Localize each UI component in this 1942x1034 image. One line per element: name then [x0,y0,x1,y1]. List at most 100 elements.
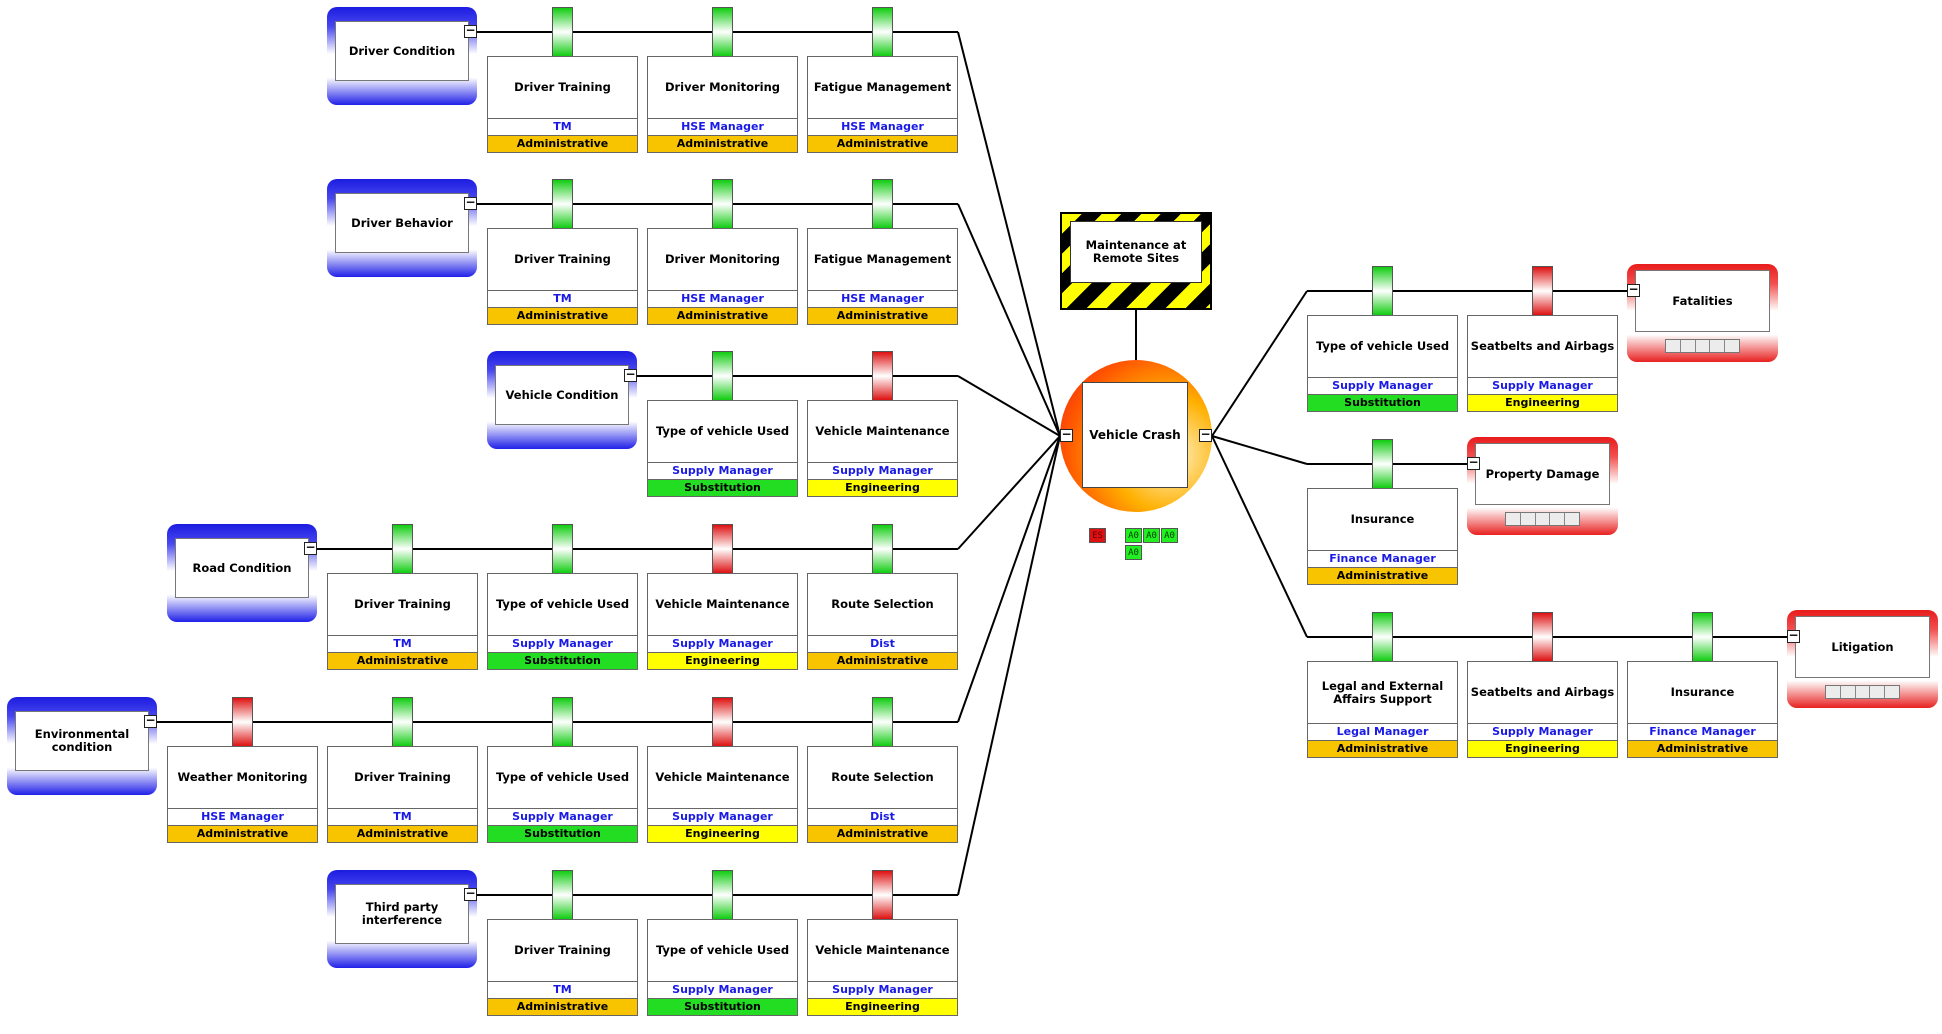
barrier-effectiveness-indicator[interactable] [872,7,893,57]
assessment-badge[interactable]: A0 [1161,528,1178,543]
barrier-effectiveness-indicator[interactable] [552,7,573,57]
collapse-icon[interactable]: − [464,23,477,38]
barrier-effectiveness-indicator[interactable] [1692,612,1713,662]
barrier-effectiveness-indicator[interactable] [1372,266,1393,316]
hazard-box[interactable]: Maintenance at Remote Sites [1060,212,1212,310]
rating-cell[interactable] [1520,513,1536,525]
top-event-left-collapse-icon[interactable]: − [1060,427,1073,442]
collapse-icon[interactable]: − [624,367,637,382]
barrier-effectiveness-indicator[interactable] [712,179,733,229]
barrier-effectiveness-indicator[interactable] [552,870,573,920]
threat-box[interactable]: Third party interference− [327,870,477,968]
rating-cell[interactable] [1565,513,1579,525]
barrier-effectiveness-indicator[interactable] [872,351,893,401]
threat-label: Environmental condition [34,727,130,754]
barrier-owner: Dist [807,808,958,826]
assessment-badge[interactable]: A0 [1143,528,1160,543]
rating-cell[interactable] [1550,513,1566,525]
collapse-icon[interactable]: − [144,713,157,728]
escalation-badge[interactable]: ES [1089,528,1106,543]
barrier-effectiveness-indicator[interactable] [872,179,893,229]
barrier-effectiveness-indicator[interactable] [712,351,733,401]
barrier-effectiveness-indicator[interactable] [1372,612,1393,662]
assessment-badge[interactable]: A0 [1125,528,1142,543]
threat-box[interactable]: Environmental condition− [7,697,157,795]
rating-cell[interactable] [1695,340,1711,352]
threat-box[interactable]: Driver Behavior− [327,179,477,277]
barrier-effectiveness-indicator[interactable] [1532,266,1553,316]
barrier-effectiveness-indicator[interactable] [232,697,253,747]
top-event-right-collapse-icon[interactable]: − [1199,427,1212,442]
barrier-effectiveness-indicator[interactable] [872,524,893,574]
consequence-box[interactable]: Fatalities− [1627,264,1778,362]
rating-cell[interactable] [1885,686,1899,698]
barrier-effectiveness-indicator[interactable] [392,524,413,574]
consequence-box[interactable]: Litigation− [1787,610,1938,708]
consequence-box[interactable]: Property Damage− [1467,437,1618,535]
collapse-icon[interactable]: − [464,195,477,210]
rating-cell[interactable] [1680,340,1696,352]
barrier-effectiveness-indicator[interactable] [712,697,733,747]
barrier-effectiveness-indicator[interactable] [1372,439,1393,489]
rating-cell[interactable] [1666,340,1681,352]
collapse-icon[interactable]: − [1627,282,1640,297]
rating-cell[interactable] [1870,686,1886,698]
rating-bar[interactable] [1665,339,1740,353]
top-event[interactable]: Vehicle Crash [1060,360,1212,512]
rating-cell[interactable] [1840,686,1856,698]
threat-box[interactable]: Road Condition− [167,524,317,622]
rating-cell[interactable] [1725,340,1739,352]
barrier-effectiveness-indicator[interactable] [552,697,573,747]
assessment-badge[interactable]: A0 [1125,545,1142,560]
barrier-effectiveness-indicator[interactable] [872,870,893,920]
rating-cell[interactable] [1506,513,1521,525]
threat-box[interactable]: Driver Condition− [327,7,477,105]
collapse-icon[interactable]: − [304,540,317,555]
rating-bar[interactable] [1825,685,1900,699]
barrier-effectiveness-indicator[interactable] [392,697,413,747]
barrier-effectiveness-indicator[interactable] [872,697,893,747]
threat-label: Road Condition [192,560,292,575]
rating-cell[interactable] [1710,340,1726,352]
collapse-icon[interactable]: − [1467,455,1480,470]
barrier-effectiveness-indicator[interactable] [712,870,733,920]
barrier-effectiveness-indicator[interactable] [552,179,573,229]
barrier-effectiveness-indicator[interactable] [712,524,733,574]
rating-cell[interactable] [1855,686,1871,698]
threat-box[interactable]: Vehicle Condition− [487,351,637,449]
barrier-effectiveness-indicator[interactable] [1532,612,1553,662]
barrier-effectiveness-indicator[interactable] [712,7,733,57]
barrier-effectiveness-indicator[interactable] [552,524,573,574]
rating-cell[interactable] [1535,513,1551,525]
rating-bar[interactable] [1505,512,1580,526]
rating-cell[interactable] [1826,686,1841,698]
collapse-icon[interactable]: − [1787,628,1800,643]
collapse-icon[interactable]: − [464,886,477,901]
